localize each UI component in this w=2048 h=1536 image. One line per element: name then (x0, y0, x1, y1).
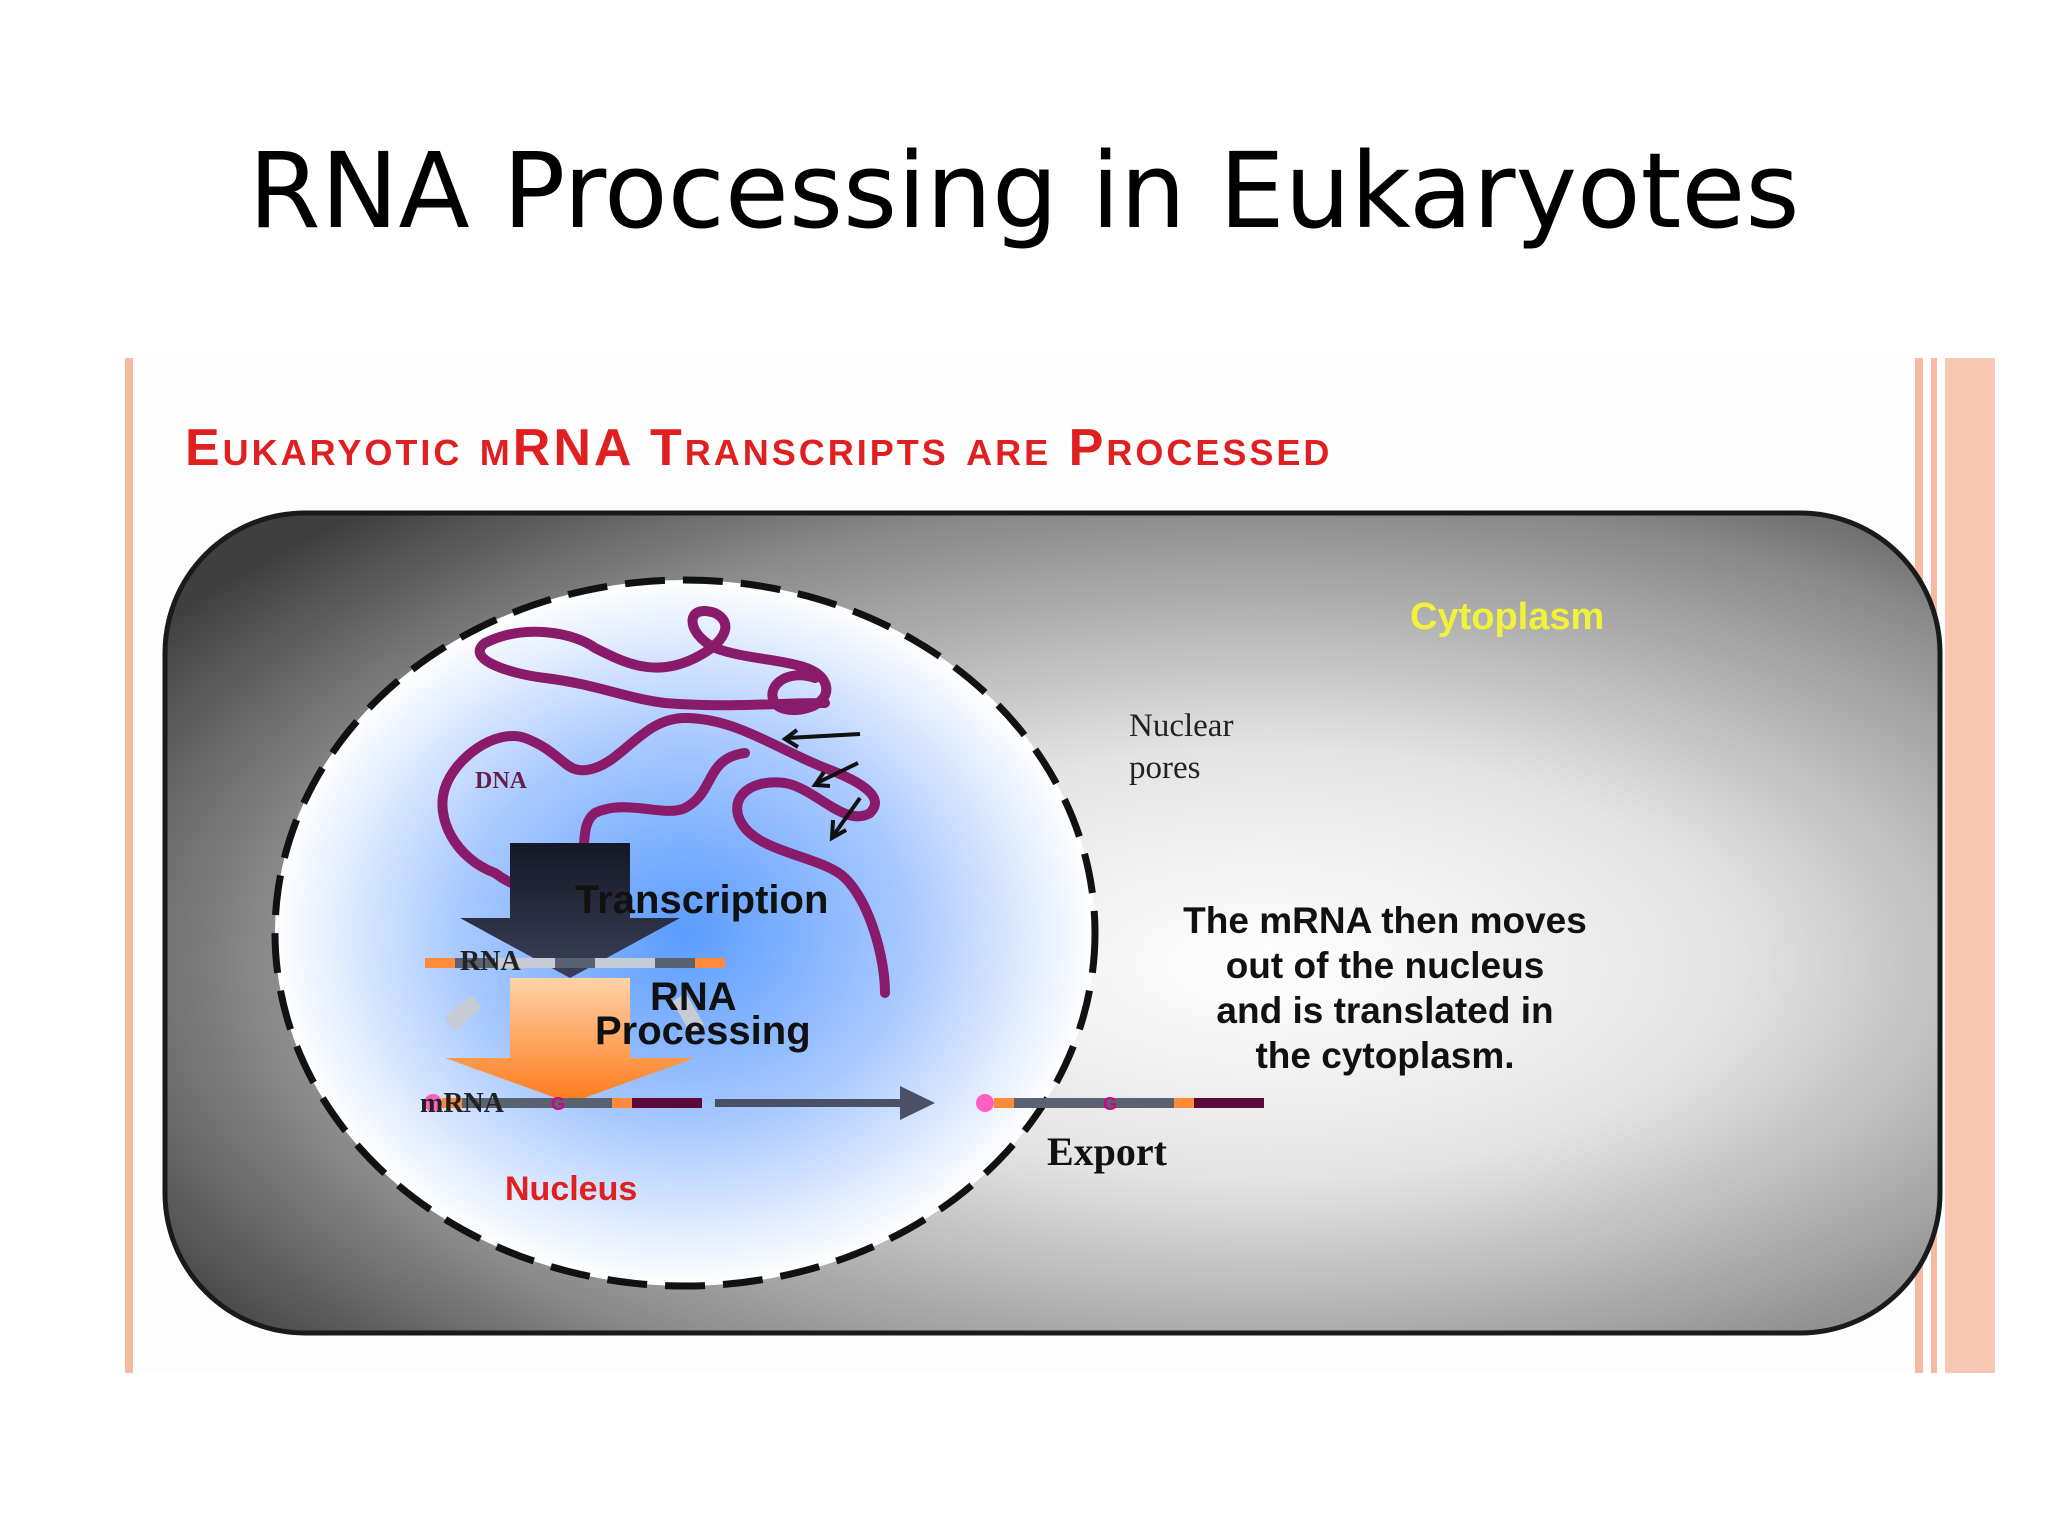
nuclear-pores-label-line2: pores (1129, 750, 1201, 786)
explanation-text: The mRNA then moves out of the nucleus a… (1165, 898, 1605, 1078)
cap-g-cytoplasm: G (1103, 1094, 1118, 1114)
dna-strand (437, 606, 890, 998)
cytoplasm-label: Cytoplasm (1410, 596, 1605, 638)
export-arrow (715, 1086, 935, 1120)
right-border-band (1945, 358, 1995, 1373)
slide-title: RNA Processing in Eukaryotes (248, 130, 1800, 252)
mrna-strand-cytoplasm (976, 1094, 1264, 1112)
explanation-line-2: out of the nucleus (1225, 945, 1545, 986)
rna-processing-label-line2: Processing (595, 1009, 811, 1053)
left-border-accent (125, 358, 133, 1373)
transcription-arrow (460, 843, 680, 978)
spliced-intron-left (444, 995, 482, 1031)
mrna-label: mRNA (420, 1088, 504, 1119)
nucleus-envelope (271, 576, 1099, 1290)
mrna-strand-nucleus (424, 1094, 702, 1112)
nuclear-pores-label-line1: Nuclear (1129, 708, 1234, 744)
nuclear-pore-pointers (781, 728, 862, 842)
figure-graphic (125, 358, 2000, 1373)
rna-processing-arrow (445, 978, 695, 1103)
nucleus-label: Nucleus (505, 1170, 638, 1208)
explanation-line-3: and is translated in (1216, 990, 1554, 1031)
spliced-intron-right (672, 993, 704, 1033)
cap-g-nucleus: G (551, 1094, 566, 1114)
figure-banner: Eukaryotic mRNA Transcripts are Processe… (185, 419, 1333, 477)
explanation-line-1: The mRNA then moves (1183, 900, 1587, 941)
dna-label: DNA (475, 768, 527, 794)
export-label: Export (1047, 1129, 1167, 1174)
transcription-label: Transcription (575, 878, 829, 922)
explanation-line-4: the cytoplasm. (1255, 1035, 1515, 1076)
rna-label: RNA (460, 946, 521, 977)
rna-strand (425, 958, 725, 968)
rna-processing-figure: Eukaryotic mRNA Transcripts are Processe… (125, 358, 2000, 1373)
rna-processing-label-line1: RNA (650, 975, 737, 1019)
